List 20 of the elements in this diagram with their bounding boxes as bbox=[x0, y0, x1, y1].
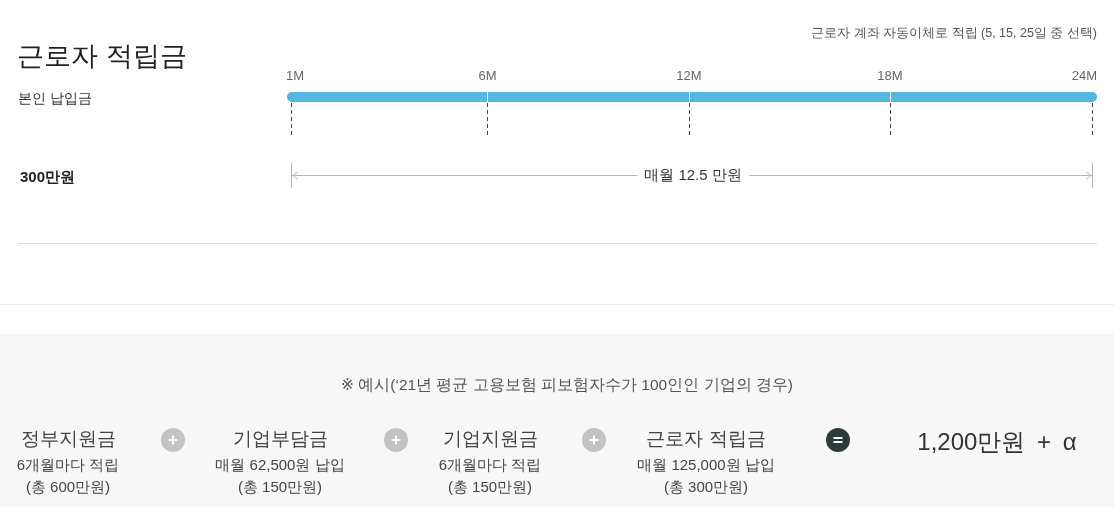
amount-label: 300만원 bbox=[20, 168, 76, 186]
total-amount: 1,200만원 + α bbox=[917, 427, 1077, 457]
tick-label: 18M bbox=[877, 68, 903, 84]
tick-label: 12M bbox=[676, 68, 702, 84]
item-description: 6개월마다 적립 (총 150만원) bbox=[437, 455, 543, 497]
item-description: 매월 62,500원 납입 (총 150만원) bbox=[214, 455, 346, 497]
item-heading: 근로자 적립금 bbox=[646, 427, 766, 451]
item-heading: 정부지원금 bbox=[20, 427, 116, 451]
tick-label: 6M bbox=[478, 68, 497, 84]
row-label: 본인 납입금 bbox=[18, 89, 92, 107]
item-heading: 기업지원금 bbox=[442, 427, 538, 451]
item-heading: 기업부담금 bbox=[232, 427, 328, 451]
item-description: 6개월마다 적립 (총 600만원) bbox=[15, 455, 121, 497]
heading: 근로자 적립금 bbox=[17, 39, 187, 73]
note-text: 근로자 계좌 자동이체로 적립 (5, 15, 25일 중 선택) bbox=[811, 25, 1097, 41]
example-note: ※ 예시(‘21년 평균 고용보험 피보험자수가 100인인 기업의 경우) bbox=[341, 375, 793, 395]
tick-label: 24M bbox=[1071, 68, 1097, 84]
tick-label: 1M bbox=[286, 68, 305, 84]
dimension-label: 매월 12.5 만원 bbox=[637, 166, 749, 184]
item-description: 매월 125,000원 납입 (총 300만원) bbox=[636, 455, 776, 497]
